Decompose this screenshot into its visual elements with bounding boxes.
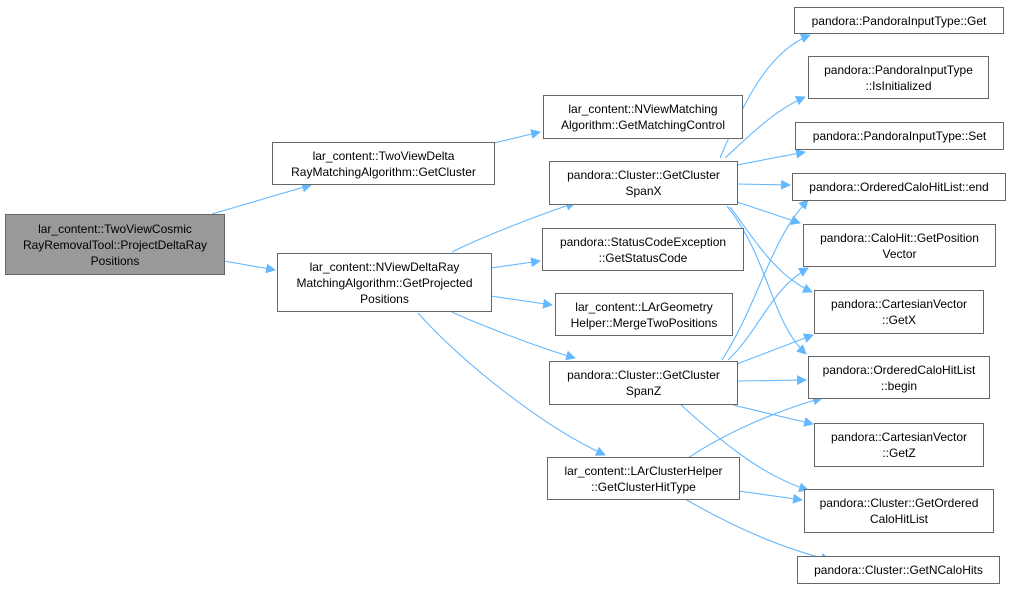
edge-spanx-pitset (736, 148, 806, 166)
node-label-line: ::IsInitialized (865, 78, 932, 93)
node-label-line: MatchingAlgorithm::GetProjected (296, 275, 473, 290)
node-label-line: pandora::Cluster::GetCluster (567, 168, 720, 182)
node-label-line: Helper::MergeTwoPositions (570, 315, 718, 330)
node-label-line: Algorithm::GetMatchingControl (560, 118, 726, 132)
edge-nvd-merge (490, 295, 553, 309)
edge-nvd-status (490, 257, 541, 269)
node-cluster-spanz[interactable]: pandora::Cluster::GetCluster SpanZ (549, 361, 738, 405)
node-label-line: ::GetStatusCode (598, 250, 688, 265)
node-label-line: pandora::PandoraInputType::Get (811, 13, 987, 28)
edge-root-nvd (223, 260, 276, 274)
node-nvd-getprojected[interactable]: lar_content::NViewDeltaRay MatchingAlgor… (277, 253, 492, 312)
node-label-line: pandora::Cluster::GetCluster (567, 368, 720, 382)
edge-spanx-pitinit (724, 96, 806, 159)
node-label-line: lar_content::NViewMatching (568, 102, 718, 116)
node-label-line: pandora::CartesianVector (830, 297, 968, 311)
node-label-line: RayMatchingAlgorithm::GetCluster (291, 164, 476, 179)
node-label-line: ::begin (880, 378, 918, 393)
edge-nvd-spanz (451, 311, 576, 361)
node-label-line: pandora::CartesianVector (830, 430, 968, 444)
node-get-cluster-hit-type[interactable]: lar_content::LArClusterHelper ::GetClust… (547, 457, 740, 500)
node-label-line: ::GetX (881, 313, 916, 327)
node-label-line: pandora::OrderedCaloHitList::end (809, 180, 989, 194)
edge-spanz-calohit (727, 267, 809, 361)
node-status-code[interactable]: pandora::StatusCodeException ::GetStatus… (542, 228, 744, 271)
edge-hittype-ordered (738, 490, 803, 504)
node-label-line: SpanZ (625, 384, 662, 398)
edge-hittype-begin (687, 395, 823, 459)
node-calohit-getposition[interactable]: pandora::CaloHit::GetPosition Vector (803, 224, 996, 267)
node-cv-getz[interactable]: pandora::CartesianVector ::GetZ (814, 423, 984, 467)
node-label-line: lar_content::LArClusterHelper (564, 463, 723, 478)
edge-spanz-begin (736, 375, 807, 386)
node-root: lar_content::TwoViewCosmic RayRemovalToo… (5, 214, 225, 275)
edge-spanz-getx (736, 333, 814, 365)
node-pit-set[interactable]: pandora::PandoraInputType::Set (795, 122, 1004, 150)
node-label-line: Positions (360, 291, 409, 306)
node-get-ordered-calohitlist[interactable]: pandora::Cluster::GetOrdered CaloHitList (804, 489, 994, 533)
node-label-line: SpanX (625, 184, 662, 198)
node-label-line: pandora::StatusCodeException (559, 234, 727, 249)
node-label-line: CaloHitList (869, 512, 929, 526)
edge-tvd-nvm (493, 129, 541, 144)
node-ochl-end[interactable]: pandora::OrderedCaloHitList::end (792, 173, 1006, 201)
node-merge-two-positions[interactable]: lar_content::LArGeometry Helper::MergeTw… (555, 293, 733, 336)
node-label-line: lar_content::LArGeometry (575, 299, 713, 314)
node-tvd-getcluster[interactable]: lar_content::TwoViewDelta RayMatchingAlg… (272, 142, 495, 185)
node-label-line: pandora::PandoraInputType (824, 62, 973, 77)
node-label-line: pandora::OrderedCaloHitList (822, 362, 976, 377)
node-label-line: pandora::Cluster::GetOrdered (819, 496, 979, 510)
node-label-line: pandora::CaloHit::GetPosition (820, 230, 979, 245)
node-label-line: RayRemovalTool::ProjectDeltaRay (22, 237, 208, 252)
node-label-line: pandora::PandoraInputType::Set (812, 129, 987, 143)
edge-nvd-hittype (417, 312, 606, 456)
edge-nvd-spanx (451, 201, 576, 253)
edge-spanz-ordered (679, 403, 809, 493)
edge-root-tvd (211, 182, 312, 215)
node-ochl-begin[interactable]: pandora::OrderedCaloHitList ::begin (808, 356, 990, 399)
edge-hittype-ncalohits (684, 498, 831, 563)
node-label-line: ::GetClusterHitType (591, 479, 696, 494)
node-label-line: Positions (90, 253, 140, 268)
edge-spanx-getx (729, 206, 813, 293)
node-label-line: lar_content::TwoViewDelta (312, 148, 455, 163)
node-label-line: pandora::Cluster::GetNCaloHits (814, 563, 983, 577)
node-label-line: lar_content::TwoViewCosmic (38, 221, 192, 236)
edge-spanx-begin (726, 205, 807, 355)
node-nvm-getmatching[interactable]: lar_content::NViewMatching Algorithm::Ge… (543, 95, 743, 139)
node-label-line: Vector (882, 246, 917, 261)
edge-spanx-end (736, 179, 791, 190)
node-cluster-spanx[interactable]: pandora::Cluster::GetCluster SpanX (549, 161, 738, 205)
node-pit-get[interactable]: pandora::PandoraInputType::Get (794, 7, 1004, 34)
node-pit-isinitialized[interactable]: pandora::PandoraInputType ::IsInitialize… (808, 56, 989, 99)
node-cv-getx[interactable]: pandora::CartesianVector ::GetX (814, 290, 984, 334)
node-label-line: ::GetZ (882, 446, 916, 460)
node-get-ncalohits[interactable]: pandora::Cluster::GetNCaloHits (797, 556, 1000, 584)
edge-spanx-calohit (736, 201, 801, 225)
node-label-line: lar_content::NViewDeltaRay (309, 259, 460, 274)
edge-spanz-end (721, 199, 809, 361)
